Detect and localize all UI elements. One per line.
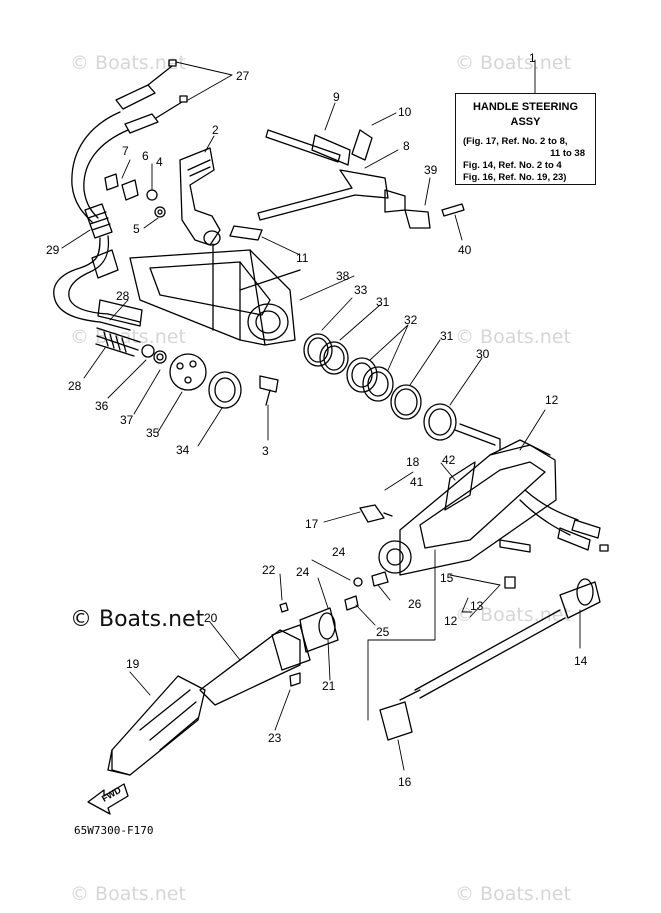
callout-40: 40 — [458, 243, 472, 257]
callout-25: 25 — [376, 625, 390, 639]
callout-31-top: 31 — [376, 295, 390, 309]
watermark-bottom-right: © Boats.net — [455, 883, 571, 905]
callout-35: 35 — [146, 426, 160, 440]
diagram-code: 65W7300-F170 — [74, 824, 154, 837]
fwd-arrow-icon — [87, 783, 129, 815]
callout-5: 5 — [133, 222, 140, 236]
assembly-info-box: HANDLE STEERING ASSY (Fig. 17, Ref. No. … — [455, 93, 596, 185]
callout-33: 33 — [354, 283, 368, 297]
info-ref-line3: Fig. 14, Ref. No. 2 to 4 — [463, 160, 562, 171]
callout-41: 41 — [410, 475, 424, 489]
callout-7: 7 — [122, 144, 129, 158]
steering-shaft-drawing — [199, 571, 389, 706]
watermark-mid-right: © Boats.net — [455, 326, 571, 348]
callout-24-left: 24 — [296, 565, 310, 579]
watermark-bottom-left: © Boats.net — [70, 883, 186, 905]
callout-4: 4 — [156, 155, 163, 169]
throttle-grip-drawing — [104, 147, 221, 246]
info-ref-line2: 11 to 38 — [550, 148, 585, 159]
callout-37: 37 — [120, 413, 134, 427]
cable-14-drawing — [379, 578, 601, 741]
watermark-main: © Boats.net — [70, 607, 205, 632]
info-ref-line1: (Fig. 17, Ref. No. 2 to 8, — [463, 136, 568, 147]
throttle-cable-drawing — [53, 59, 188, 357]
tiller-housing-drawing — [129, 243, 301, 346]
callout-39: 39 — [424, 163, 438, 177]
callout-42: 42 — [442, 453, 456, 467]
callout-34: 34 — [176, 443, 190, 457]
leader-lines — [61, 59, 581, 771]
callout-10: 10 — [398, 105, 412, 119]
callout-12-top: 12 — [545, 393, 559, 407]
info-title-line2: ASSY — [510, 116, 541, 128]
callout-1: 1 — [529, 51, 536, 65]
callout-30: 30 — [476, 347, 490, 361]
callout-16: 16 — [398, 775, 412, 789]
bracket-assembly-drawing — [359, 423, 609, 589]
callout-32: 32 — [404, 313, 418, 327]
watermark-top-left: © Boats.net — [70, 52, 186, 74]
callout-12-bottom: 12 — [444, 614, 458, 628]
callout-38: 38 — [336, 269, 350, 283]
callout-23: 23 — [268, 731, 282, 745]
callout-19: 19 — [126, 657, 140, 671]
info-title-line1: HANDLE STEERING — [472, 101, 579, 113]
callout-6: 6 — [142, 149, 149, 163]
callout-26: 26 — [408, 597, 422, 611]
callout-18: 18 — [406, 455, 420, 469]
callout-31-bottom: 31 — [440, 329, 454, 343]
callout-27: 27 — [236, 69, 250, 83]
callout-28-bottom: 28 — [68, 379, 82, 393]
callout-13: 13 — [470, 599, 484, 613]
callout-17: 17 — [305, 517, 319, 531]
callout-22: 22 — [262, 563, 276, 577]
callout-29: 29 — [46, 243, 60, 257]
grip-drawing — [107, 675, 206, 776]
callout-9: 9 — [333, 90, 340, 104]
callout-36: 36 — [95, 399, 109, 413]
info-ref-line4: Fig. 16, Ref. No. 19, 23) — [463, 172, 567, 183]
friction-lever-drawing — [229, 129, 465, 241]
callout-24-right: 24 — [332, 545, 346, 559]
callout-11: 11 — [296, 251, 309, 265]
callout-2: 2 — [212, 123, 219, 137]
callout-15: 15 — [440, 571, 454, 585]
callout-3: 3 — [262, 444, 269, 458]
callout-20: 20 — [204, 611, 218, 625]
callout-8: 8 — [403, 139, 410, 153]
watermark-mid-left: © Boats.net — [70, 326, 186, 348]
callout-21: 21 — [322, 679, 336, 693]
seals-drawing — [141, 333, 457, 441]
callout-14: 14 — [574, 654, 588, 668]
callout-28-top: 28 — [116, 289, 130, 303]
watermark-top-right: © Boats.net — [455, 52, 571, 74]
